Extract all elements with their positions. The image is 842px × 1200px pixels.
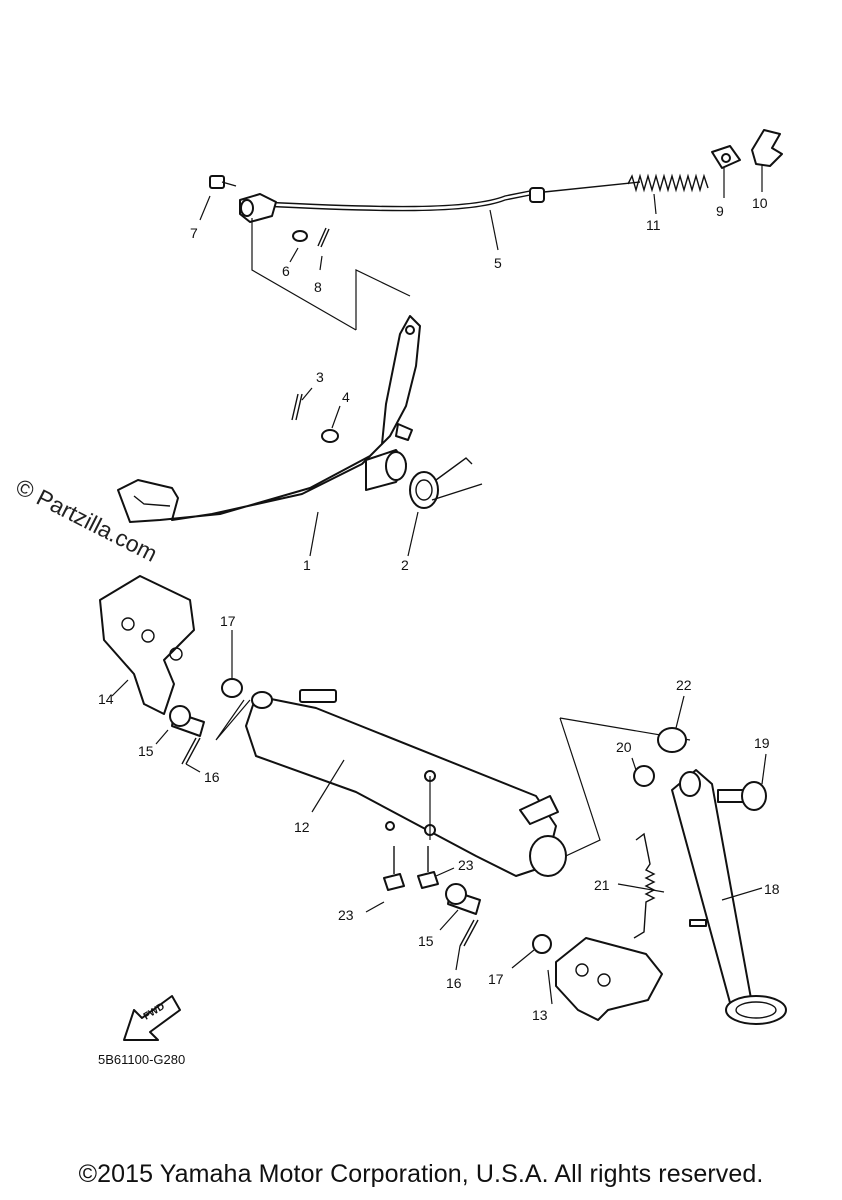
- callout-numbers: 1 2 3 4 5 6 7 8 9 10 11 12 13 14 15 15 1…: [98, 195, 780, 1023]
- callout-4: 4: [342, 389, 350, 405]
- callout-16-right: 16: [446, 975, 462, 991]
- brake-rod-assembly: [209, 129, 783, 248]
- callout-20: 20: [616, 739, 632, 755]
- callout-6: 6: [282, 263, 290, 279]
- callout-15-right: 15: [418, 933, 434, 949]
- callout-7: 7: [190, 225, 198, 241]
- callout-17-right: 17: [488, 971, 504, 987]
- side-stand: [633, 727, 787, 1025]
- callout-1: 1: [303, 557, 311, 573]
- callout-10: 10: [752, 195, 768, 211]
- callout-12: 12: [294, 819, 310, 835]
- callout-5: 5: [494, 255, 502, 271]
- callout-2: 2: [401, 557, 409, 573]
- relation-lines: [215, 218, 691, 869]
- callout-23-left: 23: [338, 907, 354, 923]
- footrest-left: [99, 575, 243, 765]
- callout-9: 9: [716, 203, 724, 219]
- callout-3: 3: [316, 369, 324, 385]
- leader-lines: [111, 164, 767, 1005]
- callout-14: 14: [98, 691, 114, 707]
- brake-pedal: [117, 315, 483, 523]
- callout-16-left: 16: [204, 769, 220, 785]
- fwd-arrow: FWD: [123, 995, 181, 1041]
- callout-18: 18: [764, 881, 780, 897]
- callout-15-left: 15: [138, 743, 154, 759]
- callout-23-right: 23: [458, 857, 474, 873]
- callout-19: 19: [754, 735, 770, 751]
- callout-13: 13: [532, 1007, 548, 1023]
- footrest-right: [445, 883, 663, 1021]
- callout-21: 21: [594, 877, 610, 893]
- diagram-code: 5B61100-G280: [98, 1052, 185, 1067]
- callout-22: 22: [676, 677, 692, 693]
- callout-17-left: 17: [220, 613, 236, 629]
- copyright-notice: ©2015 Yamaha Motor Corporation, U.S.A. A…: [78, 1160, 764, 1188]
- callout-8: 8: [314, 279, 322, 295]
- footrest-bracket: [245, 689, 567, 891]
- callout-11: 11: [646, 217, 661, 233]
